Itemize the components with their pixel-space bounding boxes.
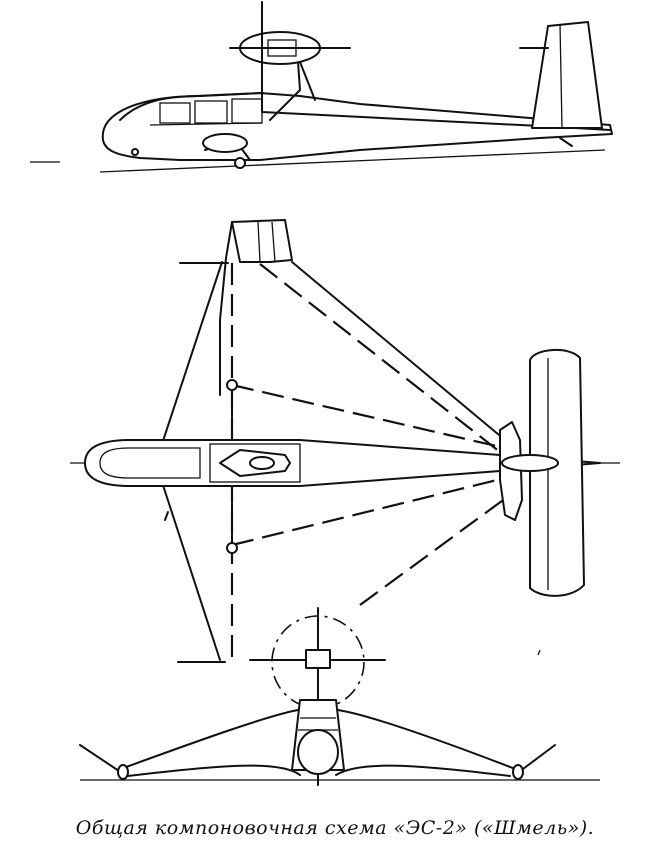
engine-bay-top xyxy=(209,443,301,483)
small-mark xyxy=(537,649,541,656)
right-wing-under xyxy=(335,764,511,777)
triangle-left-lower xyxy=(159,475,221,661)
canopy-side xyxy=(119,92,263,121)
rotor-tip-lower xyxy=(226,542,238,554)
tail-junction xyxy=(501,454,559,472)
horizontal-tail xyxy=(529,349,585,597)
blade-tip-rib xyxy=(257,221,261,263)
dashed-brace-3 xyxy=(231,476,506,547)
brace-top-right xyxy=(291,261,506,441)
cockpit-top xyxy=(99,447,201,479)
rudder-line xyxy=(559,23,563,129)
fuselage-side xyxy=(101,92,613,161)
dashed-brace-1 xyxy=(259,263,501,453)
rotor-pylon xyxy=(261,61,316,113)
side-view xyxy=(30,1,613,173)
dashed-brace-4 xyxy=(359,494,511,606)
ground-line xyxy=(99,149,606,173)
nose-skid xyxy=(131,148,139,156)
front-view xyxy=(79,607,600,786)
hub-center xyxy=(249,456,275,470)
fin-top xyxy=(499,421,523,521)
figure-caption: Общая компоновочная схема «ЭС-2» («Шмель… xyxy=(75,817,595,839)
left-wing-under xyxy=(127,764,301,777)
dashed-brace-2 xyxy=(231,383,506,450)
main-wheel xyxy=(234,157,246,169)
mark xyxy=(164,511,169,521)
fuselage-top xyxy=(84,439,601,487)
rotor-tip-upper xyxy=(226,379,238,391)
window-2 xyxy=(194,100,228,124)
left-blade-lead xyxy=(219,221,233,396)
blade-tip-rib-2 xyxy=(271,221,276,263)
blade-tip-top xyxy=(231,219,293,263)
wheel-fairing xyxy=(202,133,248,153)
window-1 xyxy=(159,102,191,124)
right-wing-front xyxy=(337,709,519,771)
left-float xyxy=(117,764,129,780)
fuselage-nose xyxy=(297,729,339,775)
front-hub xyxy=(305,649,331,669)
top-view xyxy=(70,219,620,663)
triangle-left-upper xyxy=(159,261,223,451)
right-float xyxy=(512,764,524,780)
window-3 xyxy=(231,98,263,124)
three-view-drawing xyxy=(30,1,620,786)
vertical-tail xyxy=(531,21,603,129)
tail-skid xyxy=(559,137,573,147)
left-wing-front xyxy=(117,709,299,771)
